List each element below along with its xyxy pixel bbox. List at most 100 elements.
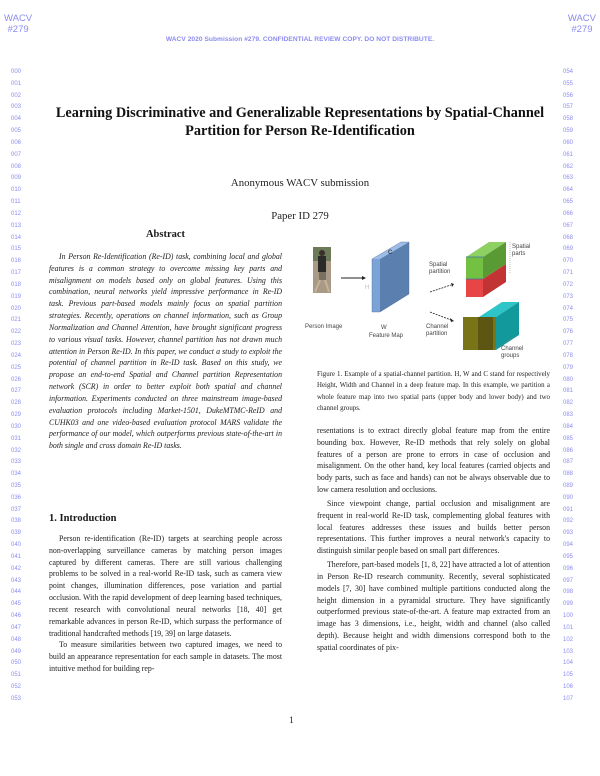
line-number: 086 [563,447,574,454]
submission-number: #279 [571,24,593,35]
line-number: 054 [563,69,574,75]
person-image-label: Person Image [305,324,343,330]
line-number: 011 [11,199,21,206]
line-number: 064 [563,187,574,194]
line-number: 025 [11,364,22,371]
line-number: 107 [563,695,574,702]
line-number: 022 [11,329,22,336]
line-number: 008 [11,163,22,170]
line-number: 027 [11,388,22,395]
feature-map-cube [371,241,410,313]
line-number: 014 [11,234,22,241]
line-number: 075 [563,317,574,324]
line-number: 088 [563,471,574,478]
line-number: 031 [11,435,22,442]
line-number: 040 [11,542,22,549]
line-number: 059 [563,128,574,135]
line-number: 105 [563,672,574,679]
line-number: 045 [11,601,22,608]
line-number: 010 [11,187,22,194]
line-number: 078 [563,352,574,359]
line-number: 026 [11,376,22,383]
line-number: 029 [11,412,22,419]
title-line-1: Learning Discriminative and Generalizabl… [55,105,545,121]
title-line-2: Partition for Person Re-Identification [185,123,415,139]
line-number: 006 [11,139,22,146]
confidential-banner: WACV 2020 Submission #279. CONFIDENTIAL … [165,36,435,43]
line-number: 012 [11,210,22,217]
line-number: 067 [563,222,574,229]
line-number: 018 [11,281,22,288]
h-dimension-label: H [365,285,370,291]
person-image-thumbnail [313,247,331,293]
line-number: 038 [11,518,22,525]
line-number: 065 [563,199,574,206]
line-number: 041 [11,553,22,560]
line-number: 102 [563,636,574,643]
paper-id: Paper ID 279 [271,210,329,222]
line-number: 028 [11,400,22,407]
wacv-label: WACV [4,13,33,24]
line-number: 089 [563,482,574,489]
line-number: 081 [563,388,574,395]
spatial-parts-label: Spatial parts [512,244,531,257]
line-number: 047 [11,624,22,631]
line-number: 035 [11,482,22,489]
wacv-corner-right: WACV #279 [568,13,596,35]
figure-1-diagram: Person Image Feature Map W H C Spatial p… [305,232,555,360]
line-number: 002 [11,92,22,99]
line-number: 048 [11,636,22,643]
line-number: 106 [563,684,574,691]
line-number: 004 [11,116,22,123]
line-number: 023 [11,341,22,348]
right-paragraph-1: resentations is to extract directly glob… [317,426,550,495]
line-number: 030 [11,423,22,430]
line-number: 001 [11,80,22,87]
line-number: 095 [563,553,574,560]
line-number: 079 [563,364,574,371]
line-number: 066 [563,210,574,217]
right-paragraph-3: Therefore, part-based models [1, 8, 22] … [317,560,550,652]
line-number: 096 [563,565,574,572]
wacv-label: WACV [567,13,596,24]
author-line: Anonymous WACV submission [230,177,370,189]
line-number: 052 [11,684,22,691]
line-number: 092 [563,518,574,525]
page-number: 1 [289,716,294,726]
line-number: 060 [563,139,574,146]
line-number: 074 [563,305,574,312]
introduction-heading: 1. Introduction [49,513,117,524]
right-paragraph-2: Since viewpoint change, partial occlusio… [317,498,550,556]
line-number: 099 [563,601,574,608]
intro-paragraph-2: To measure similarities between two capt… [49,640,282,674]
abstract-paragraph: In Person Re-Identification (Re-ID) task… [49,252,282,451]
abstract-heading: Abstract [145,229,186,240]
line-number: 063 [563,175,574,182]
line-number: 100 [563,613,574,620]
figure-1-caption: Figure 1. Example of a spatial-channel p… [317,371,550,413]
line-number: 000 [11,69,22,75]
line-number: 076 [563,329,574,336]
line-number: 053 [11,695,22,702]
line-number: 042 [11,565,22,572]
line-number: 050 [11,660,22,667]
line-number: 017 [11,270,22,277]
line-number: 032 [11,447,22,454]
line-number: 033 [11,459,22,466]
w-dimension-label: W [381,325,387,331]
line-number: 104 [563,660,574,667]
line-number: 068 [563,234,574,241]
line-number: 007 [11,151,22,158]
line-number: 036 [11,494,22,501]
line-number: 093 [563,530,574,537]
line-number: 083 [563,412,574,419]
submission-number: #279 [7,24,29,35]
line-number: 080 [563,376,574,383]
line-number: 034 [11,471,22,478]
c-dimension-label: C [388,250,393,256]
line-number: 049 [11,648,22,655]
line-number: 013 [11,222,22,229]
wacv-corner-left: WACV #279 [4,13,32,35]
line-number: 020 [11,305,22,312]
line-number: 097 [563,577,574,584]
